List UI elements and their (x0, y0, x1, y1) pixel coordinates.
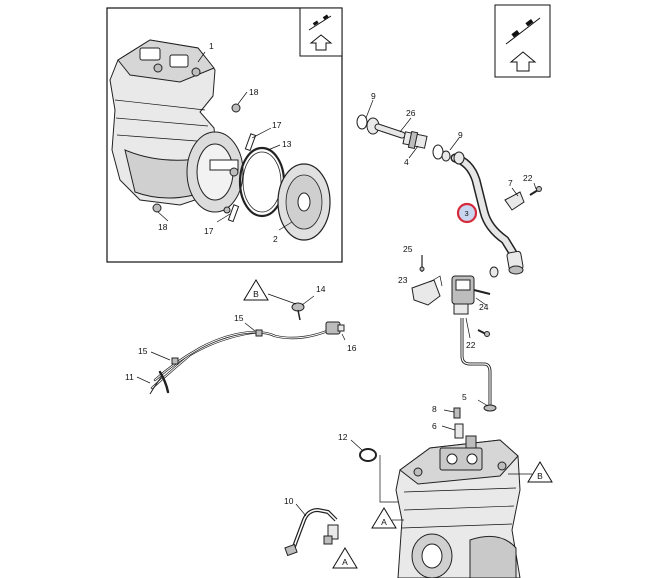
reference-marker-a-front: A (371, 507, 397, 529)
inset-leader-lines (157, 51, 293, 231)
svg-text:B: B (253, 289, 259, 299)
callout-13: 13 (282, 139, 292, 149)
cable-harness (136, 295, 346, 395)
callout-22-mid: 22 (466, 340, 476, 350)
callout-23: 23 (398, 275, 408, 285)
svg-text:B: B (537, 471, 543, 481)
callout-26: 26 (406, 108, 416, 118)
highlighted-callout-3[interactable] (456, 202, 478, 224)
callout-10: 10 (284, 496, 294, 506)
reference-marker-b-left: B (243, 279, 297, 305)
callout-17-bottom: 17 (204, 226, 214, 236)
callout-4: 4 (404, 157, 409, 167)
callout-11: 11 (125, 372, 134, 382)
callout-17-top: 17 (272, 120, 282, 130)
orientation-icon-inset (299, 7, 343, 57)
hose-end-fitting (506, 250, 524, 275)
pipe-10 (284, 503, 339, 557)
callout-25: 25 (403, 244, 413, 254)
callout-16: 16 (347, 343, 357, 353)
callout-7: 7 (508, 178, 513, 188)
svg-text:A: A (381, 517, 387, 527)
callout-18-top: 18 (249, 87, 259, 97)
drive-flange (186, 131, 244, 213)
reference-marker-a-lower: A (332, 547, 358, 569)
callout-3: 3 (465, 209, 469, 218)
fasteners (152, 103, 257, 223)
reference-marker-b-right: B (527, 461, 553, 483)
compressor-inset (106, 7, 343, 263)
sensor-valve-assembly (411, 255, 499, 339)
callout-8: 8 (432, 404, 437, 414)
callout-6: 6 (432, 421, 437, 431)
svg-text:A: A (342, 557, 348, 567)
callout-5: 5 (462, 392, 467, 402)
hose-fitting-4 (402, 130, 428, 150)
callout-14: 14 (316, 284, 326, 294)
callout-12: 12 (338, 432, 348, 442)
callout-1: 1 (209, 41, 214, 51)
callout-9-mid: 9 (458, 130, 463, 140)
callout-15-upper: 15 (234, 313, 244, 323)
hose-assembly (356, 99, 542, 275)
callout-9-top: 9 (371, 91, 376, 101)
callout-2: 2 (273, 234, 278, 244)
orientation-icon-right (494, 4, 551, 78)
callout-22-top: 22 (523, 173, 533, 183)
banjo-fitting-top (356, 114, 380, 135)
callout-24: 24 (479, 302, 489, 312)
callout-15-lower: 15 (138, 346, 148, 356)
callout-18-bottom: 18 (158, 222, 168, 232)
lower-compressor-assembly (350, 318, 532, 578)
gear-cover (277, 163, 331, 241)
callout-labels: 1 18 17 13 18 17 2 9 26 4 9 3 7 22 25 23… (125, 41, 533, 506)
